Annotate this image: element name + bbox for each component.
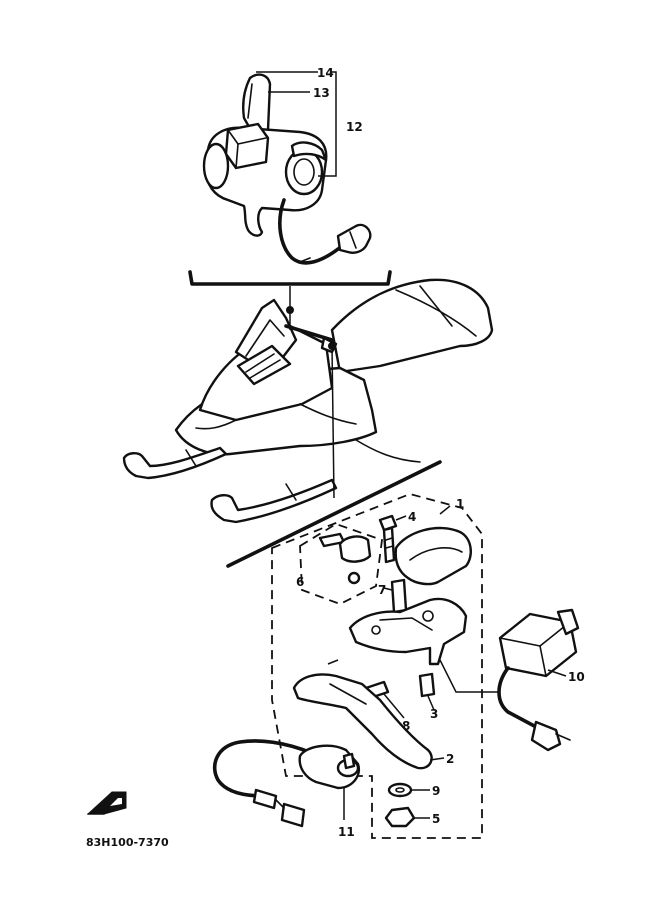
part-3-bolt bbox=[418, 672, 436, 698]
part-2-throttle-lever bbox=[292, 673, 433, 770]
part-7-spring bbox=[390, 578, 408, 614]
part-9-washer bbox=[387, 782, 413, 798]
part-lever-cover bbox=[394, 526, 472, 586]
part-mount-bracket bbox=[348, 597, 468, 666]
callout-10: 10 bbox=[568, 670, 585, 684]
front-direction-icon bbox=[86, 791, 127, 815]
diagram-code: 83H100-7370 bbox=[86, 836, 169, 849]
callout-1: 1 bbox=[456, 497, 464, 511]
callout-11: 11 bbox=[338, 825, 355, 839]
separator-line-lower bbox=[226, 460, 442, 568]
link-dot-top bbox=[286, 306, 294, 314]
callout-7: 7 bbox=[378, 583, 386, 597]
link-dot-lower bbox=[328, 342, 336, 350]
callout-4: 4 bbox=[408, 510, 416, 524]
callout-12: 12 bbox=[346, 120, 363, 134]
callout-8: 8 bbox=[402, 719, 410, 733]
assembly-1-boundary bbox=[271, 493, 483, 839]
part-11-switch-cable bbox=[212, 739, 361, 828]
group-6-boundary bbox=[299, 523, 383, 605]
part-10-connector-box bbox=[497, 608, 580, 752]
snowmobile-outline bbox=[122, 278, 494, 524]
callout-9: 9 bbox=[432, 784, 440, 798]
callout-3: 3 bbox=[430, 707, 438, 721]
callout-2: 2 bbox=[446, 752, 454, 766]
throttle-housing-assembly bbox=[202, 73, 372, 265]
callout-leaders-top bbox=[256, 71, 337, 177]
part-6-fastener-set bbox=[318, 532, 372, 585]
link-line-lower bbox=[331, 345, 335, 499]
part-4-screw bbox=[378, 514, 398, 564]
separator-bracket-top bbox=[188, 270, 392, 286]
callout-6: 6 bbox=[296, 575, 304, 589]
callout-13: 13 bbox=[313, 86, 330, 100]
callout-5: 5 bbox=[432, 812, 440, 826]
callout-14: 14 bbox=[317, 66, 334, 80]
part-5-nut bbox=[384, 806, 416, 828]
